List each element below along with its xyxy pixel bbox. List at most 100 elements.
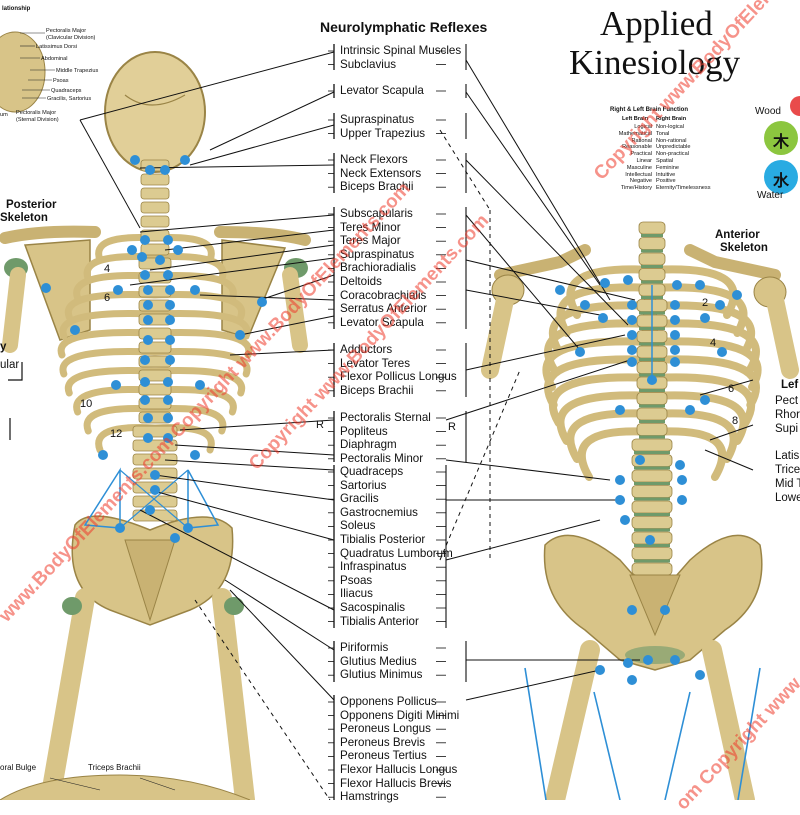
brain-right-cell: Feminine (656, 164, 680, 171)
leader-line (139, 164, 335, 169)
leader-line (229, 349, 335, 356)
reflex-point (647, 375, 657, 385)
intervertebral-disc (641, 265, 663, 268)
anterior-clavicles (494, 244, 781, 281)
dashed-leader (439, 369, 521, 561)
ant-rib-number: 8 (732, 415, 739, 427)
reflex-point (98, 450, 108, 460)
ant-rib-number: 2 (702, 297, 709, 309)
left-hip-joint (62, 597, 82, 615)
reflex-point (140, 355, 150, 365)
reflex-point (170, 533, 180, 543)
brain-right-cell: Spatial (656, 158, 674, 164)
muscle-label: Pectoralis Minor (340, 451, 424, 465)
posterior-skeleton (0, 51, 311, 800)
anterior-vertebra (631, 469, 673, 483)
anterior-right-humerus (766, 291, 799, 379)
brain-left-cell: Mathematical (618, 130, 652, 137)
inset-bottom-left (0, 774, 251, 800)
reflex-point (143, 413, 153, 423)
intervertebral-disc (634, 466, 670, 470)
reflex-point (623, 275, 633, 285)
ant-cut-label: Lowe (775, 492, 800, 504)
muscle-label: Subscapularis (340, 207, 413, 220)
ant-rib-number: 4 (710, 337, 717, 349)
reflex-point (235, 330, 245, 340)
inset-label: um (0, 112, 8, 118)
fire-circle (790, 96, 800, 116)
intervertebral-disc (634, 497, 670, 501)
post-rib-number: 4 (104, 263, 111, 275)
inset-label: Abdominal (41, 56, 68, 62)
anterior-vertebra (631, 547, 673, 560)
intervertebral-disc (639, 435, 665, 439)
posterior-vertebra (138, 341, 172, 354)
posterior-vertebra (132, 453, 178, 466)
muscle-label: Infraspinatus (340, 560, 407, 574)
brain-left-cell: Intellectual (625, 171, 652, 178)
leader-line (79, 119, 141, 229)
reflex-point (257, 297, 267, 307)
muscle-label: Diaphragm (340, 438, 397, 452)
muscle-label: Deltoids (340, 275, 382, 288)
muscle-label: Intrinsic Spinal Muscles (340, 44, 462, 57)
reflex-point (183, 523, 193, 533)
bottom-inset-label: oral Bulge (0, 763, 37, 772)
anterior-vertebra (636, 407, 668, 421)
leader-line (164, 229, 335, 251)
anterior-vertebra (631, 438, 673, 452)
reflex-point (163, 235, 173, 245)
reflex-point (143, 285, 153, 295)
reflex-point (670, 315, 680, 325)
reflex-point (165, 335, 175, 345)
muscle-label: Biceps Brachii (340, 383, 414, 397)
side-mark-left: R (316, 419, 324, 431)
reflex-point (670, 655, 680, 665)
reflex-point (155, 255, 165, 265)
right-shoulder (214, 226, 311, 246)
reflex-points (41, 155, 742, 685)
leader-line (465, 159, 629, 326)
leader-line (79, 51, 335, 121)
reflex-point (190, 285, 200, 295)
reflex-point (143, 315, 153, 325)
reflex-point (115, 523, 125, 533)
leader-line (149, 489, 335, 541)
ant-rib-number: 6 (728, 383, 735, 395)
reflex-point (575, 347, 585, 357)
anterior-vertebra (636, 423, 668, 436)
leader-line (465, 669, 601, 701)
inset-label: Pectoralis Major (16, 110, 57, 116)
reflex-point (695, 280, 705, 290)
reflex-point (700, 395, 710, 405)
side-mark-right: R (448, 421, 456, 433)
muscle-label: Biceps Brachii (340, 180, 414, 194)
reflex-point (163, 433, 173, 443)
leader-line (465, 289, 601, 316)
muscle-label: Sacospinalis (340, 601, 406, 614)
right-femur (212, 588, 255, 800)
posterior-rib (73, 272, 159, 302)
muscle-label: Peroneus Longus (340, 722, 431, 736)
anterior-vertebra (631, 516, 673, 529)
reflex-point (163, 377, 173, 387)
leader-lines (8, 51, 754, 800)
muscle-label: Quadraceps (340, 465, 404, 478)
posterior-title-line-2: Skeleton (0, 212, 48, 224)
muscle-label: Glutius Minimus (340, 668, 423, 682)
reflex-point (695, 670, 705, 680)
reflex-point (627, 605, 637, 615)
post-cut-label: ular (0, 359, 20, 371)
posterior-rib (73, 386, 159, 416)
reflex-point (643, 655, 653, 665)
reflex-point (140, 235, 150, 245)
dashed-leader (194, 599, 331, 800)
ant-cut-label: Rhor (775, 409, 800, 421)
reflex-point (672, 280, 682, 290)
reflex-point (715, 300, 725, 310)
muscle-label: Hamstrings (340, 790, 399, 804)
left-blue-triangle (83, 467, 121, 529)
brain-right-cell: Non-practical (656, 151, 689, 158)
anterior-title-line-1: Anterior (715, 229, 760, 241)
leader-line (149, 244, 335, 271)
